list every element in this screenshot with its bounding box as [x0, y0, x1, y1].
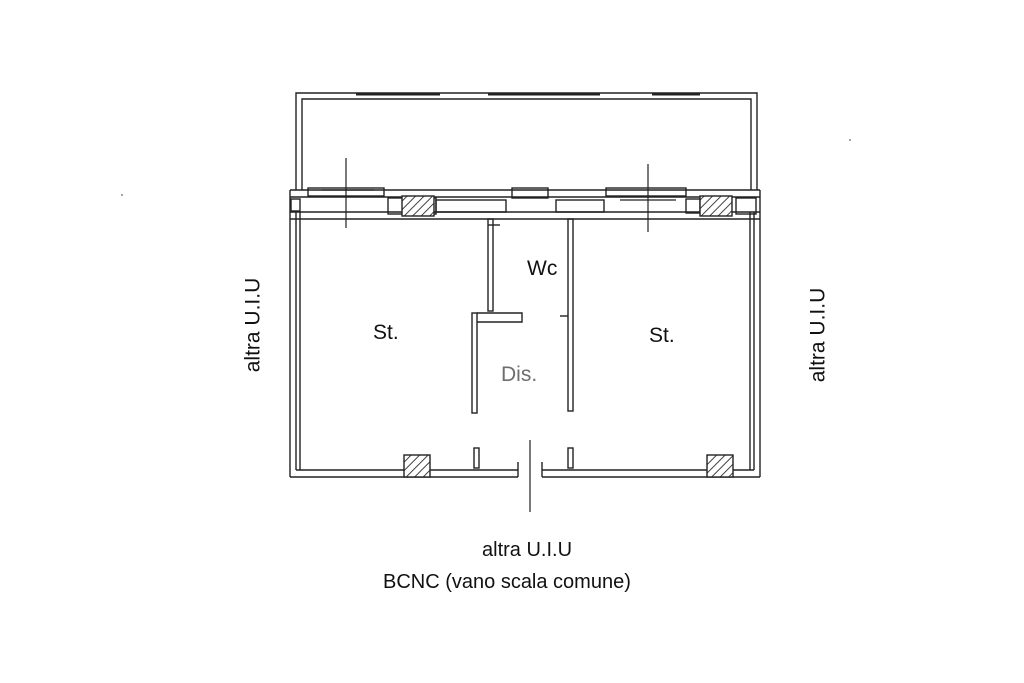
bottom-wall [290, 447, 760, 478]
top-wall [290, 187, 760, 220]
room-label-hallway: Dis. [501, 363, 538, 386]
balcony [295, 92, 758, 190]
right-wall [749, 190, 761, 477]
neighbor-label-bottom: altra U.I.U [482, 539, 573, 561]
room-label-bathroom: Wc [527, 257, 558, 280]
pillars [401, 195, 734, 478]
left-wall [289, 190, 301, 477]
room-label-right: St. [649, 324, 675, 347]
neighbor-label-left: altra U.I.U [241, 277, 265, 373]
partitions [471, 218, 574, 414]
scan-specks [121, 139, 851, 196]
common-stair-label: BCNC (vano scala comune) [383, 571, 631, 593]
room-label-left: St. [373, 321, 399, 344]
section-marks [322, 158, 676, 512]
neighbor-label-right: altra U.I.U [806, 287, 830, 383]
